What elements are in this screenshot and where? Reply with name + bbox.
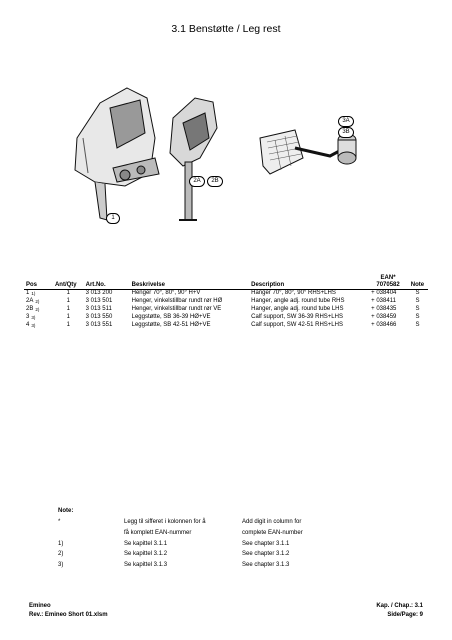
note-cell: S	[415, 322, 420, 329]
footer-bottom: Rev.: Emineo Short 01.xlsm Side/Page: 9	[29, 612, 423, 618]
qty-cell: 1	[66, 322, 70, 329]
callout-3a: 3A	[338, 116, 354, 127]
note-key: 1)	[58, 540, 64, 547]
notes-list: * Legg til sifferet i kolonnen for å Add d…	[58, 517, 362, 571]
pos-value: 2B	[26, 306, 34, 313]
note-norwegian: Se kapittel 3.1.3	[124, 562, 168, 569]
note-norwegian: Se kapittel 3.1.2	[124, 551, 168, 558]
header-qty: Ant/Qty	[52, 271, 84, 290]
pos-value: 1	[26, 290, 30, 297]
header-ean: EAN* 7070582	[369, 271, 407, 290]
pos-value: 4	[26, 322, 30, 329]
pos-footnote-ref: 3)	[31, 323, 36, 329]
description-cell: Calf support, SW 36-39 RHS+LHS	[251, 314, 343, 321]
footer-chapter: Kap. / Chap.: 3.1	[376, 603, 423, 609]
callout-2a: 2A	[189, 176, 205, 187]
pos-footnote-ref: 2)	[35, 307, 40, 313]
note-key: 2)	[58, 551, 64, 558]
note-english: Add digit in column for	[242, 519, 302, 525]
note-key: *	[58, 519, 61, 525]
callout-1: 1	[106, 213, 120, 224]
note-norwegian: få komplett EAN-nummer	[124, 529, 192, 536]
description-cell: Calf support, SW 42-51 RHS+LHS	[251, 322, 343, 329]
callout-2b: 2B	[207, 176, 223, 187]
header-beskrivelse: Beskrivelse	[129, 271, 250, 290]
beskrivelse-cell: Henger 70°, 80°, 90° H+V	[131, 290, 201, 297]
art-no-cell: 3 013 501	[85, 298, 113, 305]
header-pos: Pos	[24, 271, 53, 290]
ean-cell: + 038411	[371, 298, 396, 305]
qty-cell: 1	[66, 298, 70, 305]
notes-heading: Note:	[58, 508, 74, 514]
footer-top: Emineo Kap. / Chap.: 3.1	[29, 603, 423, 609]
pos-value: 2A	[26, 298, 34, 305]
description-cell: Hanger, angle adj. round tube RHS	[251, 298, 345, 305]
pos-footnote-ref: 1)	[31, 291, 36, 297]
description-cell: Hanger, angle adj. round tube LHS	[251, 306, 344, 313]
header-description: Description	[249, 271, 370, 290]
header-note: Note	[406, 271, 428, 290]
ean-cell: + 038404	[371, 290, 397, 297]
beskrivelse-cell: Henger, vinkelstillbar rundt rør HØ	[131, 298, 223, 305]
qty-cell: 1	[66, 290, 70, 297]
header-art: Art.No.	[83, 271, 130, 290]
description-cell: Hanger 70°, 80°, 90° RHS+LHS	[251, 290, 336, 297]
note-english: See chapter 3.1.1	[242, 540, 290, 547]
note-key	[58, 528, 124, 539]
note-cell: S	[415, 314, 420, 321]
footer-page: Side/Page: 9	[387, 612, 423, 618]
pos-footnote-ref: 3)	[31, 315, 36, 321]
art-no-cell: 3 013 511	[85, 306, 112, 313]
qty-cell: 1	[66, 314, 70, 321]
note-row: 2) Se kapittel 3.1.2 See chapter 3.1.2	[58, 549, 362, 560]
note-norwegian: Se kapittel 3.1.1	[124, 540, 168, 547]
art-no-cell: 3 013 551	[85, 322, 113, 329]
ean-cell: + 038466	[371, 322, 397, 329]
notes-section: Note: * Legg til sifferet i kolonnen for …	[58, 508, 362, 571]
note-row: 1) Se kapittel 3.1.1 See chapter 3.1.1	[58, 539, 362, 550]
note-cell: S	[415, 290, 420, 297]
footer-revision: Rev.: Emineo Short 01.xlsm	[29, 612, 108, 618]
beskrivelse-cell: Henger, vinkelstillbar rundt rør VE	[131, 306, 222, 313]
table-header-row: Pos Ant/Qty Art.No. Beskrivelse Descript…	[24, 271, 428, 290]
art-no-cell: 3 013 200	[85, 290, 113, 297]
ean-cell: + 038459	[371, 314, 397, 321]
art-no-cell: 3 013 550	[85, 314, 113, 321]
beskrivelse-cell: Leggstøtte, SB 36-39 HØ+VE	[131, 314, 211, 321]
note-english: See chapter 3.1.2	[242, 551, 290, 558]
note-key: 3)	[58, 562, 64, 569]
note-cell: S	[415, 298, 420, 305]
note-english: See chapter 3.1.3	[242, 562, 290, 569]
qty-cell: 1	[66, 306, 70, 313]
footer-product: Emineo	[29, 603, 51, 609]
note-english: complete EAN-number	[242, 529, 303, 536]
parts-table: Pos Ant/Qty Art.No. Beskrivelse Descript…	[24, 271, 428, 330]
note-row: 3) Se kapittel 3.1.3 See chapter 3.1.3	[58, 560, 362, 571]
callout-3b: 3B	[338, 127, 354, 138]
note-norwegian: Legg til sifferet i kolonnen for å	[124, 519, 206, 525]
note-cell: S	[415, 306, 420, 313]
page-title: 3.1 Benstøtte / Leg rest	[171, 23, 281, 35]
note-row: * Legg til sifferet i kolonnen for å Add d…	[58, 517, 362, 528]
pos-value: 3	[26, 314, 30, 321]
note-row: få komplett EAN-nummer complete EAN-numbe…	[58, 528, 362, 539]
leg-rest-illustration	[74, 87, 357, 221]
beskrivelse-cell: Leggstøtte, SB 42-51 HØ+VE	[131, 322, 211, 329]
pos-footnote-ref: 2)	[35, 299, 40, 305]
ean-cell: + 038435	[371, 306, 397, 313]
